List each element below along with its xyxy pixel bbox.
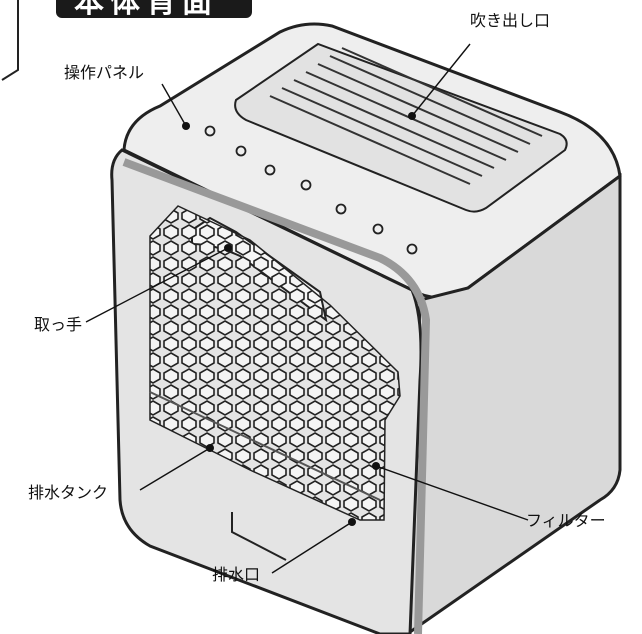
- control-buttons: [204, 125, 418, 255]
- label-filter: フィルター: [526, 511, 606, 530]
- label-outlet: 吹き出し口: [470, 11, 551, 30]
- tank-seam: [149, 391, 381, 501]
- edge-fragment: [1, 0, 19, 81]
- front-rim: [122, 158, 431, 634]
- tank-lip: [231, 512, 287, 561]
- label-water-tank: 排水タンク: [28, 483, 109, 502]
- label-drain: 排水口: [212, 565, 261, 584]
- label-handle: 取っ手: [34, 315, 83, 334]
- callout-lines: [85, 43, 529, 574]
- title-badge: [56, 0, 252, 18]
- outlet-slats: [269, 47, 543, 185]
- diagram-title: 本体背面: [74, 0, 218, 20]
- right-face: [408, 173, 622, 634]
- callout-dots: [182, 112, 416, 526]
- label-control-panel: 操作パネル: [64, 63, 145, 82]
